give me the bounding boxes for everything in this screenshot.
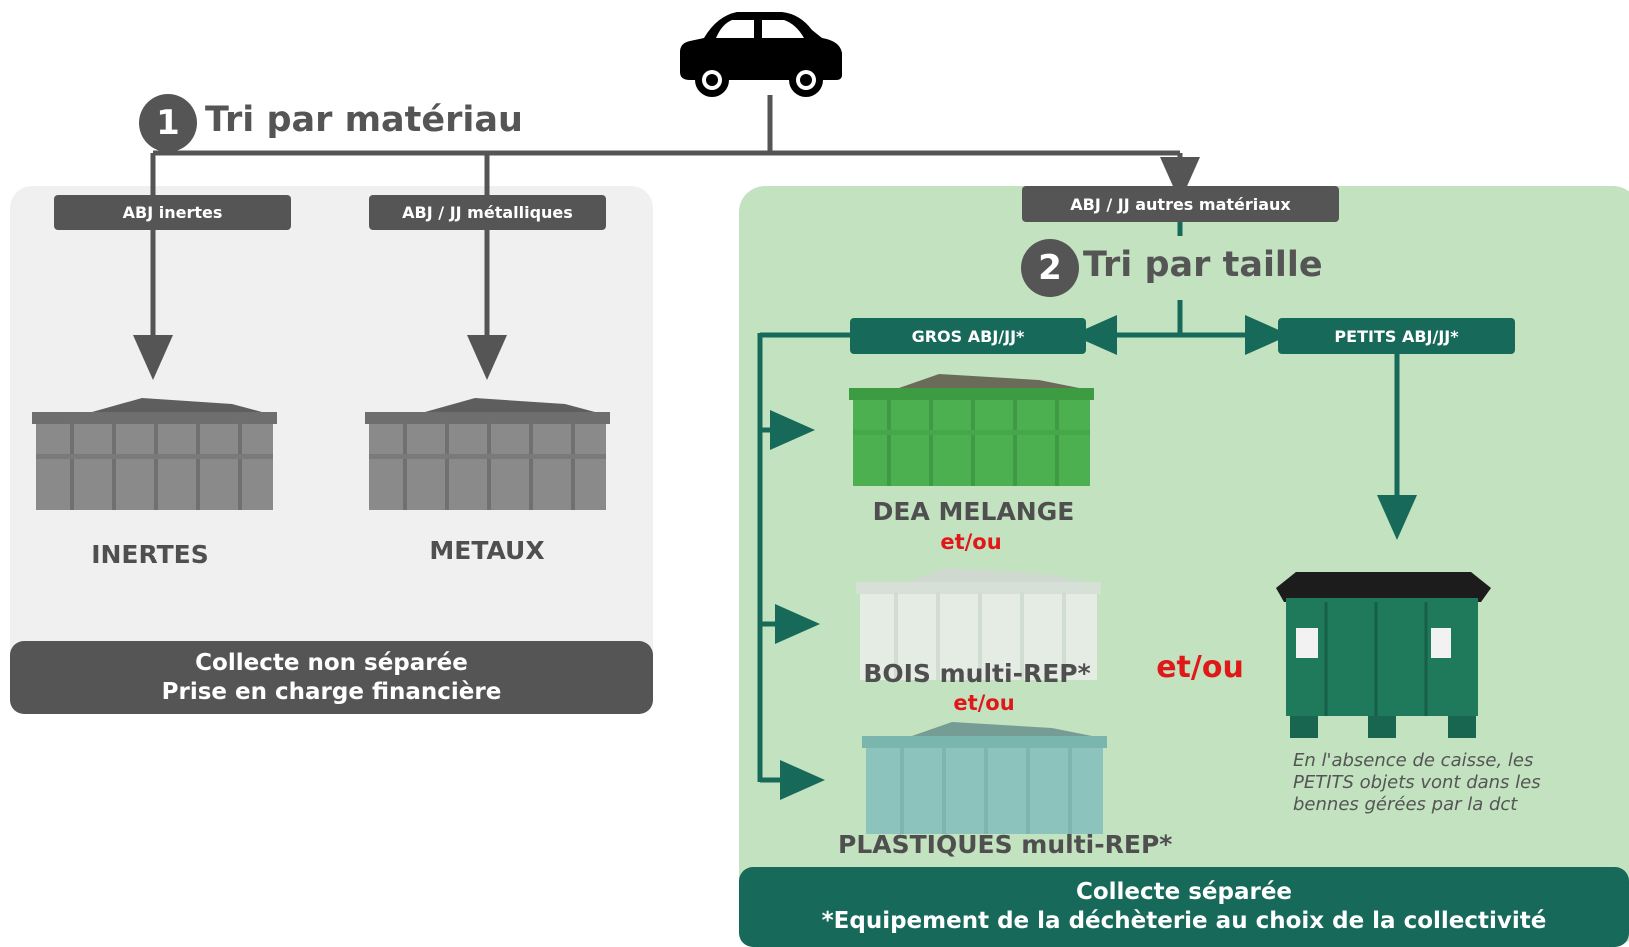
bin-icon [856, 568, 1101, 680]
step-1-badge: 1 [139, 94, 197, 152]
step-1-title: Tri par matériau [205, 100, 523, 140]
label-abj-autres: ABJ / JJ autres matériaux [1022, 186, 1339, 222]
bin-name-plastiques: PLASTIQUES multi-REP* [838, 830, 1173, 859]
label-gros: GROS ABJ/JJ* [850, 318, 1086, 354]
bin-icon [32, 398, 277, 510]
bin-name-metaux: METAUX [429, 536, 545, 565]
footer-line: Collecte non séparée [195, 649, 468, 676]
label-abj-inertes: ABJ inertes [54, 195, 291, 230]
bin-name-inertes: INERTES [91, 540, 209, 569]
crate-note: En l'absence de caisse, les PETITS objet… [1293, 750, 1541, 815]
etou-label: et/ou [940, 530, 1002, 554]
step-2-title: Tri par taille [1083, 245, 1323, 285]
bin-icon [849, 374, 1094, 486]
etou-label: et/ou [953, 691, 1015, 715]
bin-icon [365, 398, 610, 510]
bin-icon [862, 722, 1107, 834]
footer-line: Collecte séparée [1075, 879, 1293, 905]
bin-name-bois: BOIS multi-REP* [863, 659, 1091, 688]
footer-line: *Equipement de la déchèterie au choix de… [821, 908, 1547, 934]
bin-name-dea: DEA MELANGE [872, 497, 1075, 526]
footer-non-separee: Collecte non séparée Prise en charge fin… [10, 641, 653, 714]
label-petits: PETITS ABJ/JJ* [1278, 318, 1515, 354]
footer-separee: Collecte séparée *Equipement de la déchè… [739, 867, 1629, 947]
etou-label-large: et/ou [1156, 650, 1244, 685]
car-icon [680, 12, 842, 97]
label-abj-metalliques: ABJ / JJ métalliques [369, 195, 606, 230]
step-2-badge: 2 [1021, 239, 1079, 297]
crate-icon [1276, 572, 1491, 738]
footer-line: Prise en charge financière [161, 678, 502, 705]
